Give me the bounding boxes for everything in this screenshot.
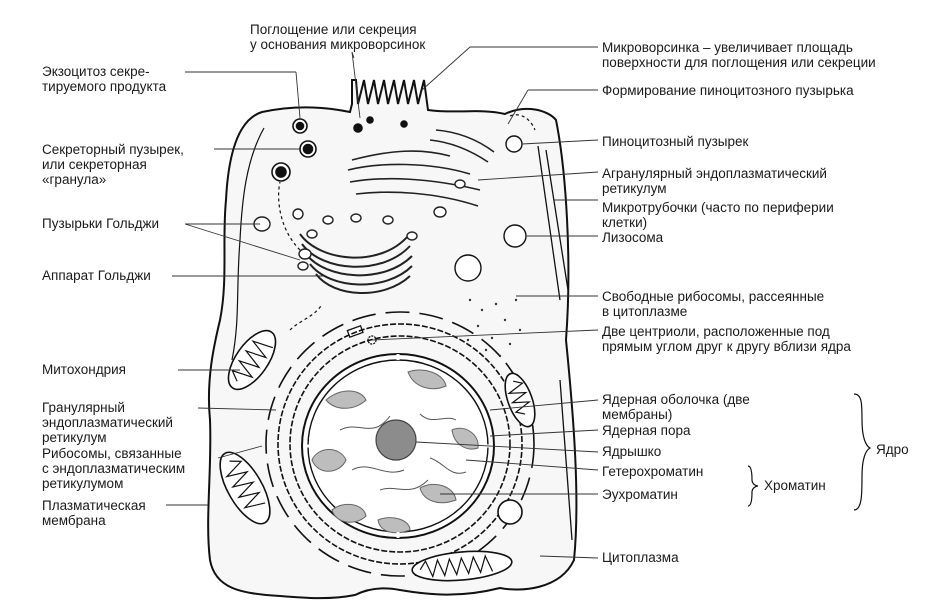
- label-cytoplasm: Цитоплазма: [602, 550, 679, 565]
- label-microvillus-line-2: поверхности для поглощения или секреции: [602, 55, 876, 70]
- label-rough-er-line-3: ретикулум: [42, 430, 107, 445]
- label-golgi-apparatus-line-1: Аппарат Гольджи: [42, 268, 151, 283]
- label-secretory-vesicle-line-1: Секреторный пузырек,: [42, 142, 184, 157]
- label-centrioles-line-2: прямым углом друг к другу вблизи ядра: [602, 339, 851, 354]
- leader-lines: [166, 46, 599, 559]
- nucleus-brace: [853, 393, 872, 511]
- label-bound-ribosomes-line-1: Рибосомы, связанные: [42, 446, 182, 461]
- label-rough-er-line-2: эндоплазматический: [42, 415, 173, 430]
- lysosome-shape: [503, 224, 527, 248]
- label-heterochromatin-line-1: Гетерохроматин: [602, 464, 704, 479]
- pinocytotic-vesicle-shape: [505, 135, 523, 153]
- nucleus-shape: [301, 353, 495, 539]
- label-centrioles-line-1: Две центриоли, расположенные под: [602, 324, 830, 339]
- label-pinocytotic-vesicle-line-1: Пиноцитозный пузырек: [602, 134, 749, 149]
- label-golgi-apparatus: Аппарат Гольджи: [42, 268, 151, 283]
- label-golgi-vesicles: Пузырьки Гольджи: [42, 216, 159, 231]
- label-nuclear-pore-line-1: Ядерная пора: [602, 423, 691, 438]
- label-rough-er-line-1: Гранулярный: [42, 400, 125, 415]
- cell-inner-contour: [231, 127, 265, 361]
- label-free-ribosomes-line-2: в цитоплазме: [602, 304, 688, 319]
- nucleolus-shape: [375, 419, 417, 461]
- label-absorption-line-1: Поглощение или секреция: [250, 22, 417, 37]
- label-euchromatin-line-1: Эухроматин: [602, 487, 678, 502]
- label-secretory-vesicle-line-3: «гранула»: [42, 172, 107, 187]
- label-nuclear-envelope-line-2: мембраны): [602, 407, 673, 422]
- label-heterochromatin: Гетерохроматин: [602, 464, 703, 479]
- golgi-apparatus: [299, 233, 413, 294]
- rough-er: [265, 311, 535, 577]
- label-euchromatin: Эухроматин: [602, 487, 678, 502]
- centriole-1: [346, 324, 364, 338]
- label-nuclear-pore: Ядерная пора: [602, 423, 691, 438]
- free-ribosomes: [466, 298, 522, 358]
- label-nuclear-envelope-line-1: Ядерная оболочка (две: [602, 392, 750, 407]
- label-microtubules-line-2: клетки): [602, 215, 648, 230]
- mitochondria: [219, 329, 536, 582]
- label-nucleolus: Ядрышко: [602, 444, 661, 459]
- golgi-vesicles: [253, 179, 466, 271]
- label-golgi-vesicles-line-1: Пузырьки Гольджи: [42, 216, 160, 231]
- label-lysosome: Лизосома: [602, 230, 663, 245]
- label-nucleolus-line-1: Ядрышко: [602, 444, 662, 459]
- label-chromatin-line-1: Хроматин: [764, 478, 826, 493]
- microtubules: [537, 145, 573, 541]
- secretory-vesicles: [271, 116, 408, 182]
- label-exocytosis-line-1: Экзоцитоз секре-: [42, 64, 150, 79]
- label-microvillus-line-1: Микроворсинка – увеличивает площадь: [602, 40, 853, 55]
- label-microtubules-line-1: Микротрубочки (часто по периферии: [602, 200, 834, 215]
- label-mitochondrion-line-1: Митохондрия: [42, 362, 126, 377]
- label-nucleus: Ядро: [876, 442, 909, 457]
- label-lysosome-line-1: Лизосома: [602, 230, 664, 245]
- label-exocytosis-line-2: тируемого продукта: [42, 79, 167, 94]
- label-mitochondrion: Митохондрия: [42, 362, 126, 377]
- transport-arrows: [278, 114, 536, 331]
- label-pinocytotic-formation-line-1: Формирование пиноцитозного пузырька: [602, 83, 854, 98]
- label-exocytosis: Экзоцитоз секре-тируемого продукта: [42, 64, 166, 94]
- label-cytoplasm-line-1: Цитоплазма: [602, 550, 679, 565]
- label-secretory-vesicle-line-2: или секреторная: [42, 157, 147, 172]
- label-pinocytotic-formation: Формирование пиноцитозного пузырька: [602, 83, 854, 98]
- label-free-ribosomes-line-1: Свободные рибосомы, рассеянные: [602, 289, 825, 304]
- label-bound-ribosomes-line-2: с эндоплазматическим: [42, 461, 186, 476]
- chromatin-brace: [747, 465, 759, 507]
- label-absorption-line-2: у основания микроворсинок: [250, 37, 426, 52]
- label-chromatin: Хроматин: [764, 478, 826, 493]
- label-plasma-membrane-line-1: Плазматическая: [42, 498, 146, 513]
- vacuole-shape: [454, 254, 482, 282]
- label-smooth-er-line-2: ретикулум: [602, 181, 667, 196]
- label-secretory-vesicle: Секреторный пузырек,или секреторная«гран…: [42, 142, 184, 187]
- label-plasma-membrane-line-2: мембрана: [42, 513, 106, 528]
- label-pinocytotic-vesicle: Пиноцитозный пузырек: [602, 134, 748, 149]
- label-bound-ribosomes-line-3: ретикулумом: [42, 476, 124, 491]
- label-smooth-er-line-1: Агранулярный эндоплазматический: [602, 166, 827, 181]
- label-nucleus-line-1: Ядро: [876, 442, 909, 457]
